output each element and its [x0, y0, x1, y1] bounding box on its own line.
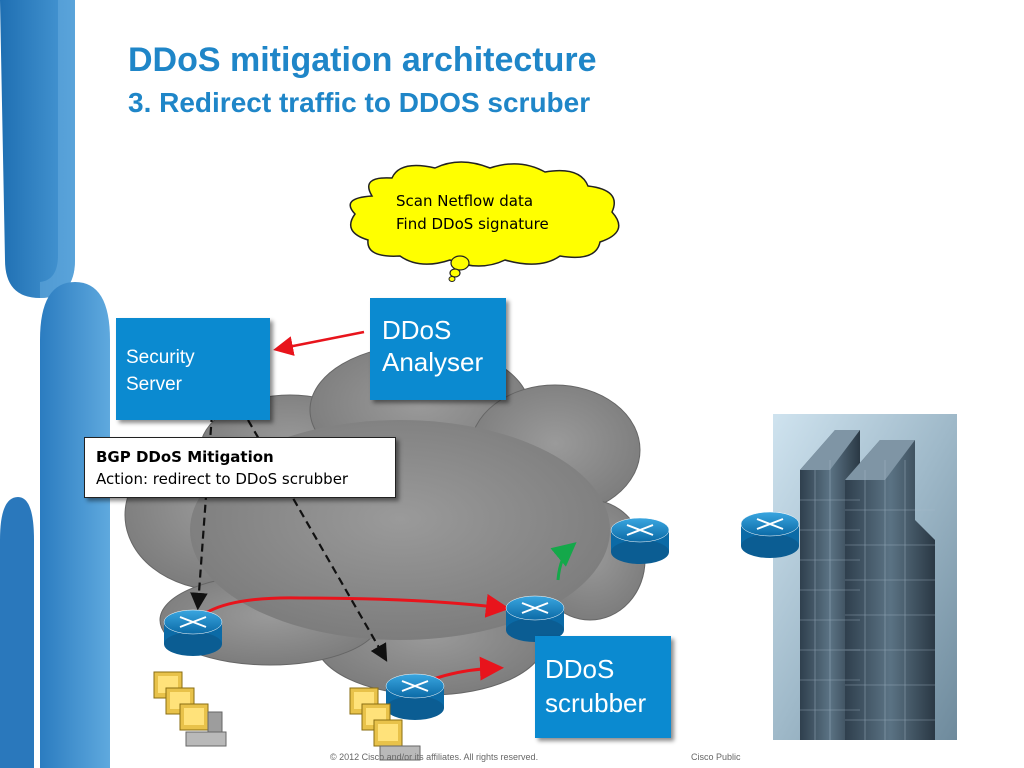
security-server-label: Server [126, 374, 182, 395]
security-server-box: Security Server [116, 318, 270, 420]
office-building-image [773, 414, 957, 740]
ddos-analyser-label: DDoS [382, 315, 452, 345]
slide-subtitle: 3. Redirect traffic to DDOS scruber [128, 87, 591, 118]
thought-bubble-line: Find DDoS signature [396, 215, 549, 233]
analyser-to-server-arrow [273, 330, 365, 356]
workstations-icon [153, 671, 227, 747]
thought-bubble-line: Scan Netflow data [396, 192, 534, 210]
footer-classification: Cisco Public [691, 752, 741, 762]
ddos-scrubber-box: DDoS scrubber [535, 636, 671, 738]
security-server-label: Security [126, 347, 195, 368]
ddos-analyser-label: Analyser [382, 347, 484, 377]
ddos-scrubber-label: scrubber [545, 688, 647, 718]
bgp-mitigation-heading: BGP DDoS Mitigation [96, 448, 274, 466]
ddos-scrubber-label: DDoS [545, 654, 615, 684]
ddos-analyser-box: DDoS Analyser [370, 298, 506, 400]
footer-copyright: © 2012 Cisco and/or its affiliates. All … [330, 752, 539, 762]
thought-bubble-text: Scan Netflow data Find DDoS signature [396, 190, 549, 236]
router-icon [610, 517, 670, 564]
router-icon [163, 609, 223, 656]
workstations-icon [349, 687, 421, 761]
slide-title: DDoS mitigation architecture [128, 41, 597, 79]
router-icon [385, 673, 445, 720]
router-icon [740, 511, 800, 558]
bgp-mitigation-action: Action: redirect to DDoS scrubber [96, 470, 349, 488]
bgp-mitigation-callout: BGP DDoS Mitigation Action: redirect to … [84, 437, 396, 498]
clean-traffic-arrow [550, 542, 577, 581]
thought-bubble [349, 161, 620, 282]
